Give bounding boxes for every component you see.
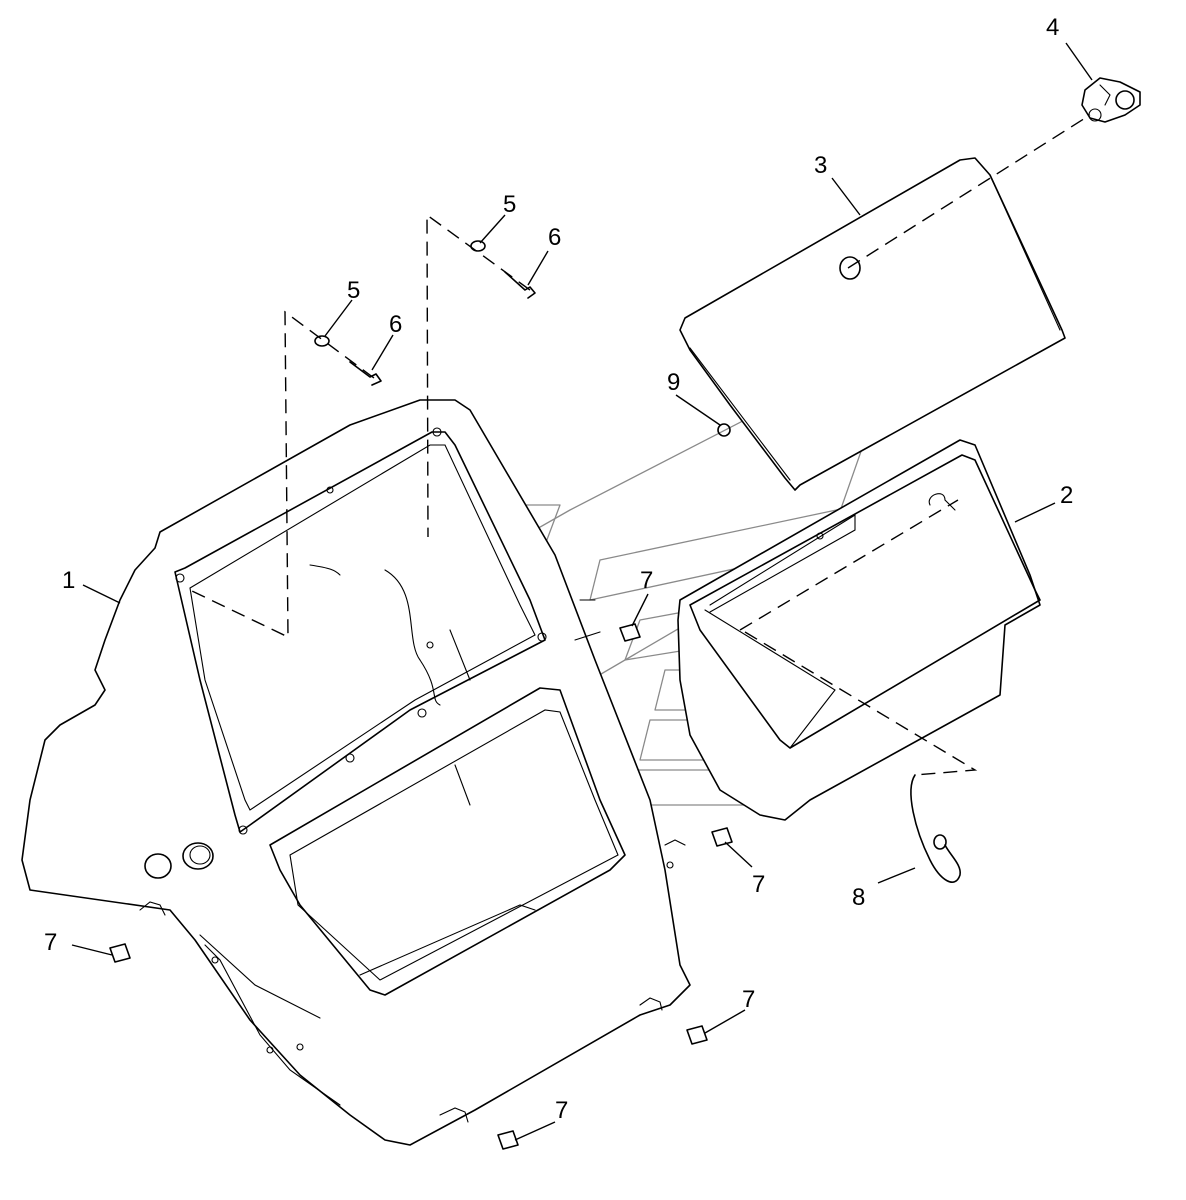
glove-box (677, 439, 1041, 821)
callout-7-center: 7 (640, 567, 653, 594)
main-dash-panel (21, 399, 691, 1146)
callout-2: 2 (1060, 482, 1073, 509)
callout-9: 9 (667, 369, 680, 396)
callout-1: 1 (62, 567, 75, 594)
callout-5-lower: 5 (347, 277, 360, 304)
callout-7-bottom: 7 (555, 1097, 568, 1124)
cover-panel (679, 157, 1066, 491)
callout-3: 3 (814, 152, 827, 179)
latch-assembly (1081, 77, 1141, 123)
plug (717, 423, 731, 437)
callout-7-right: 7 (752, 871, 765, 898)
callout-7-left: 7 (44, 929, 57, 956)
clips (109, 623, 733, 1150)
callout-5-upper: 5 (503, 191, 516, 218)
strap-cable (910, 774, 961, 883)
callout-8: 8 (852, 884, 865, 911)
callout-6-upper: 6 (548, 224, 561, 251)
assembly-lines (189, 114, 1091, 776)
callout-6-lower: 6 (389, 311, 402, 338)
washers-and-screws (314, 240, 536, 386)
callout-7-bottom-right: 7 (742, 986, 755, 1013)
callout-4: 4 (1046, 14, 1059, 41)
callout-labels: 1 2 3 4 5 5 6 6 7 7 7 7 7 8 9 (44, 14, 1073, 1124)
leader-lines (71, 42, 1093, 1141)
